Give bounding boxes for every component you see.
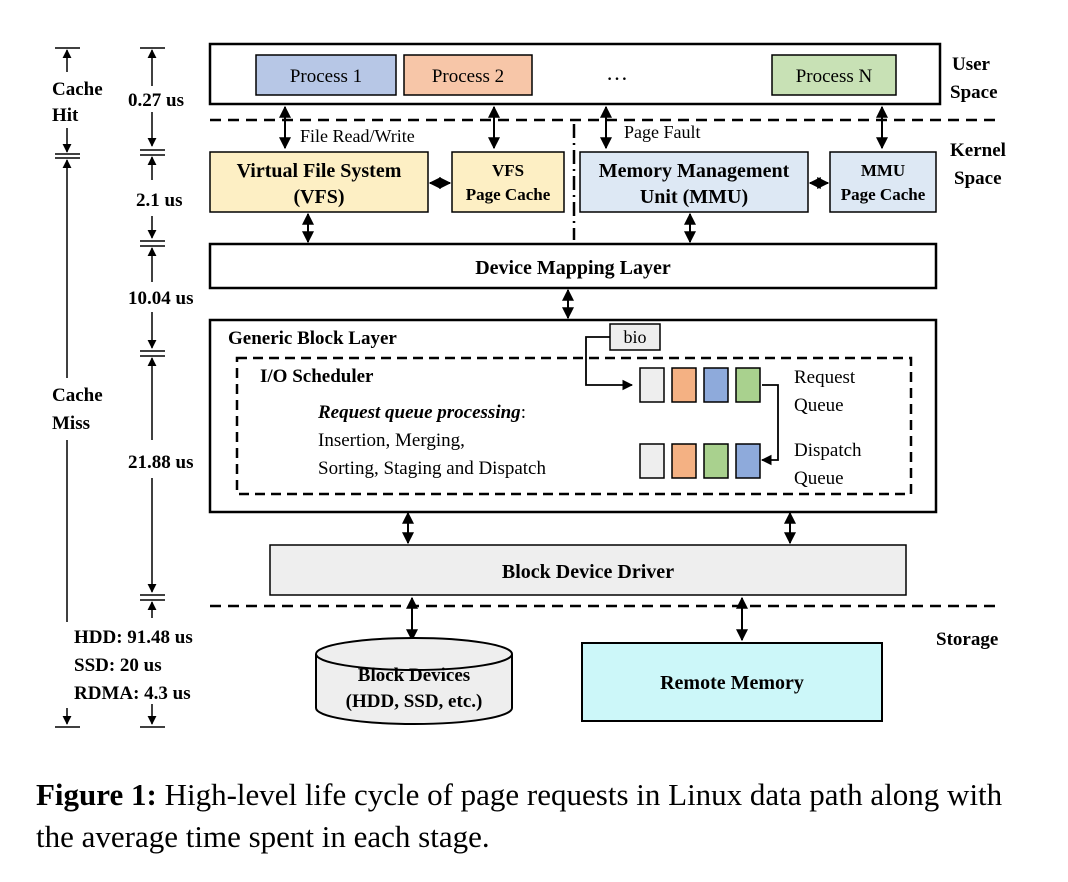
request-queue-label-1: Request [794,367,856,388]
bio-box [609,323,661,351]
figure-caption-text: High-level life cycle of page requests i… [36,777,1003,854]
time-kernel-label: 2.1 us [136,190,182,211]
dispatch-queue-cell [735,443,761,479]
storage-label: Storage [936,629,998,650]
block-devices-cylinder: Block Devices (HDD, SSD, etc.) [315,637,513,725]
time-rdma-label: RDMA: 4.3 us [74,683,191,704]
bio-label: bio [623,327,646,347]
bio-connector [585,336,779,466]
block-device-driver-box [269,544,907,596]
dispatch-queue-cell [671,443,697,479]
mmu-page-cache-label-1: MMU [861,161,905,180]
process-n-label: Process N [796,66,873,87]
device-mapping-layer-box [208,242,938,290]
request-queue-cells [639,367,761,403]
kernel-space-label-2: Space [954,168,1002,189]
time-device-mapping-label: 10.04 us [128,288,193,309]
user-space: Process 1 Process 2 … Process N [208,42,942,106]
cache-miss-label-2: Miss [52,413,90,434]
generic-block-layer-box [208,318,938,514]
vfs-label-1: Virtual File System [237,160,402,182]
time-user-label: 0.27 us [128,90,184,111]
request-queue-cell [639,367,665,403]
mmu-page-cache-box [829,151,937,213]
block-devices-label-1: Block Devices [358,665,470,686]
vfs-page-cache-label-1: VFS [492,161,524,180]
block-device-driver-label: Block Device Driver [502,561,674,583]
left-axis-labels: Cache Hit Cache Miss 0.27 us 2.1 us 10.0… [52,79,193,704]
generic-block-layer-label: Generic Block Layer [228,328,397,349]
process-n-box [771,54,897,96]
user-space-label-1: User [952,54,991,75]
io-scheduler-label: I/O Scheduler [260,366,374,387]
process-1-box [255,54,397,96]
dispatch-queue-label-2: Queue [794,468,844,489]
data-path-diagram: Cache Hit Cache Miss 0.27 us 2.1 us 10.0… [52,42,1006,728]
cache-hit-label-1: Cache [52,79,103,100]
remote-memory-label: Remote Memory [660,672,804,694]
time-ssd-label: SSD: 20 us [74,655,162,676]
cache-hit-label-2: Hit [52,105,79,126]
block-devices-label-2: (HDD, SSD, etc.) [346,691,483,712]
file-read-write-label: File Read/Write [300,126,415,146]
io-scheduler-box [235,356,913,496]
vfs-page-cache-label-2: Page Cache [466,185,551,204]
request-processing-line-2: Sorting, Staging and Dispatch [318,458,546,479]
dispatch-queue-label-1: Dispatch [794,440,862,461]
cache-miss-label-1: Cache [52,385,103,406]
remote-memory-box [581,642,883,722]
process-ellipsis: … [606,60,628,85]
vfs-box [209,151,429,213]
user-kernel-arrows [279,105,888,150]
page-fault-label: Page Fault [624,122,701,142]
figure-caption-label: Figure 1: [36,777,157,812]
vfs-page-cache-box [451,151,565,213]
space-boundaries [210,118,1000,608]
figure-caption: Figure 1: High-level life cycle of page … [36,774,1046,858]
time-block-layer-label: 21.88 us [128,452,193,473]
dispatch-queue-cells [639,443,761,479]
request-processing-line-1: Insertion, Merging, [318,430,465,451]
generic-block-layer: Generic Block Layer bio I/O Scheduler Re… [208,318,938,514]
time-hdd-label: HDD: 91.48 us [74,627,193,648]
request-queue-cell [735,367,761,403]
process-1-label: Process 1 [290,66,362,87]
device-mapping-layer-label: Device Mapping Layer [475,257,671,279]
kernel-space-label-1: Kernel [950,140,1006,161]
process-2-label: Process 2 [432,66,504,87]
dispatch-queue-cell [703,443,729,479]
kernel-arrows [302,177,830,642]
process-2-box [403,54,533,96]
request-queue-cell [671,367,697,403]
left-timing-axis [55,47,165,728]
user-space-label-2: Space [950,82,998,103]
request-queue-cell [703,367,729,403]
mmu-label-2: Unit (MMU) [640,186,748,208]
kernel-upper: Virtual File System (VFS) VFS Page Cache… [209,151,937,213]
mmu-page-cache-label-2: Page Cache [841,185,926,204]
mmu-box [579,151,809,213]
vfs-label-2: (VFS) [293,186,344,208]
request-queue-processing-title: Request queue processing: [317,402,526,423]
mmu-label-1: Memory Management [599,160,790,182]
request-queue-label-2: Queue [794,395,844,416]
dispatch-queue-cell [639,443,665,479]
space-labels: User Space Kernel Space Storage [936,54,1006,650]
